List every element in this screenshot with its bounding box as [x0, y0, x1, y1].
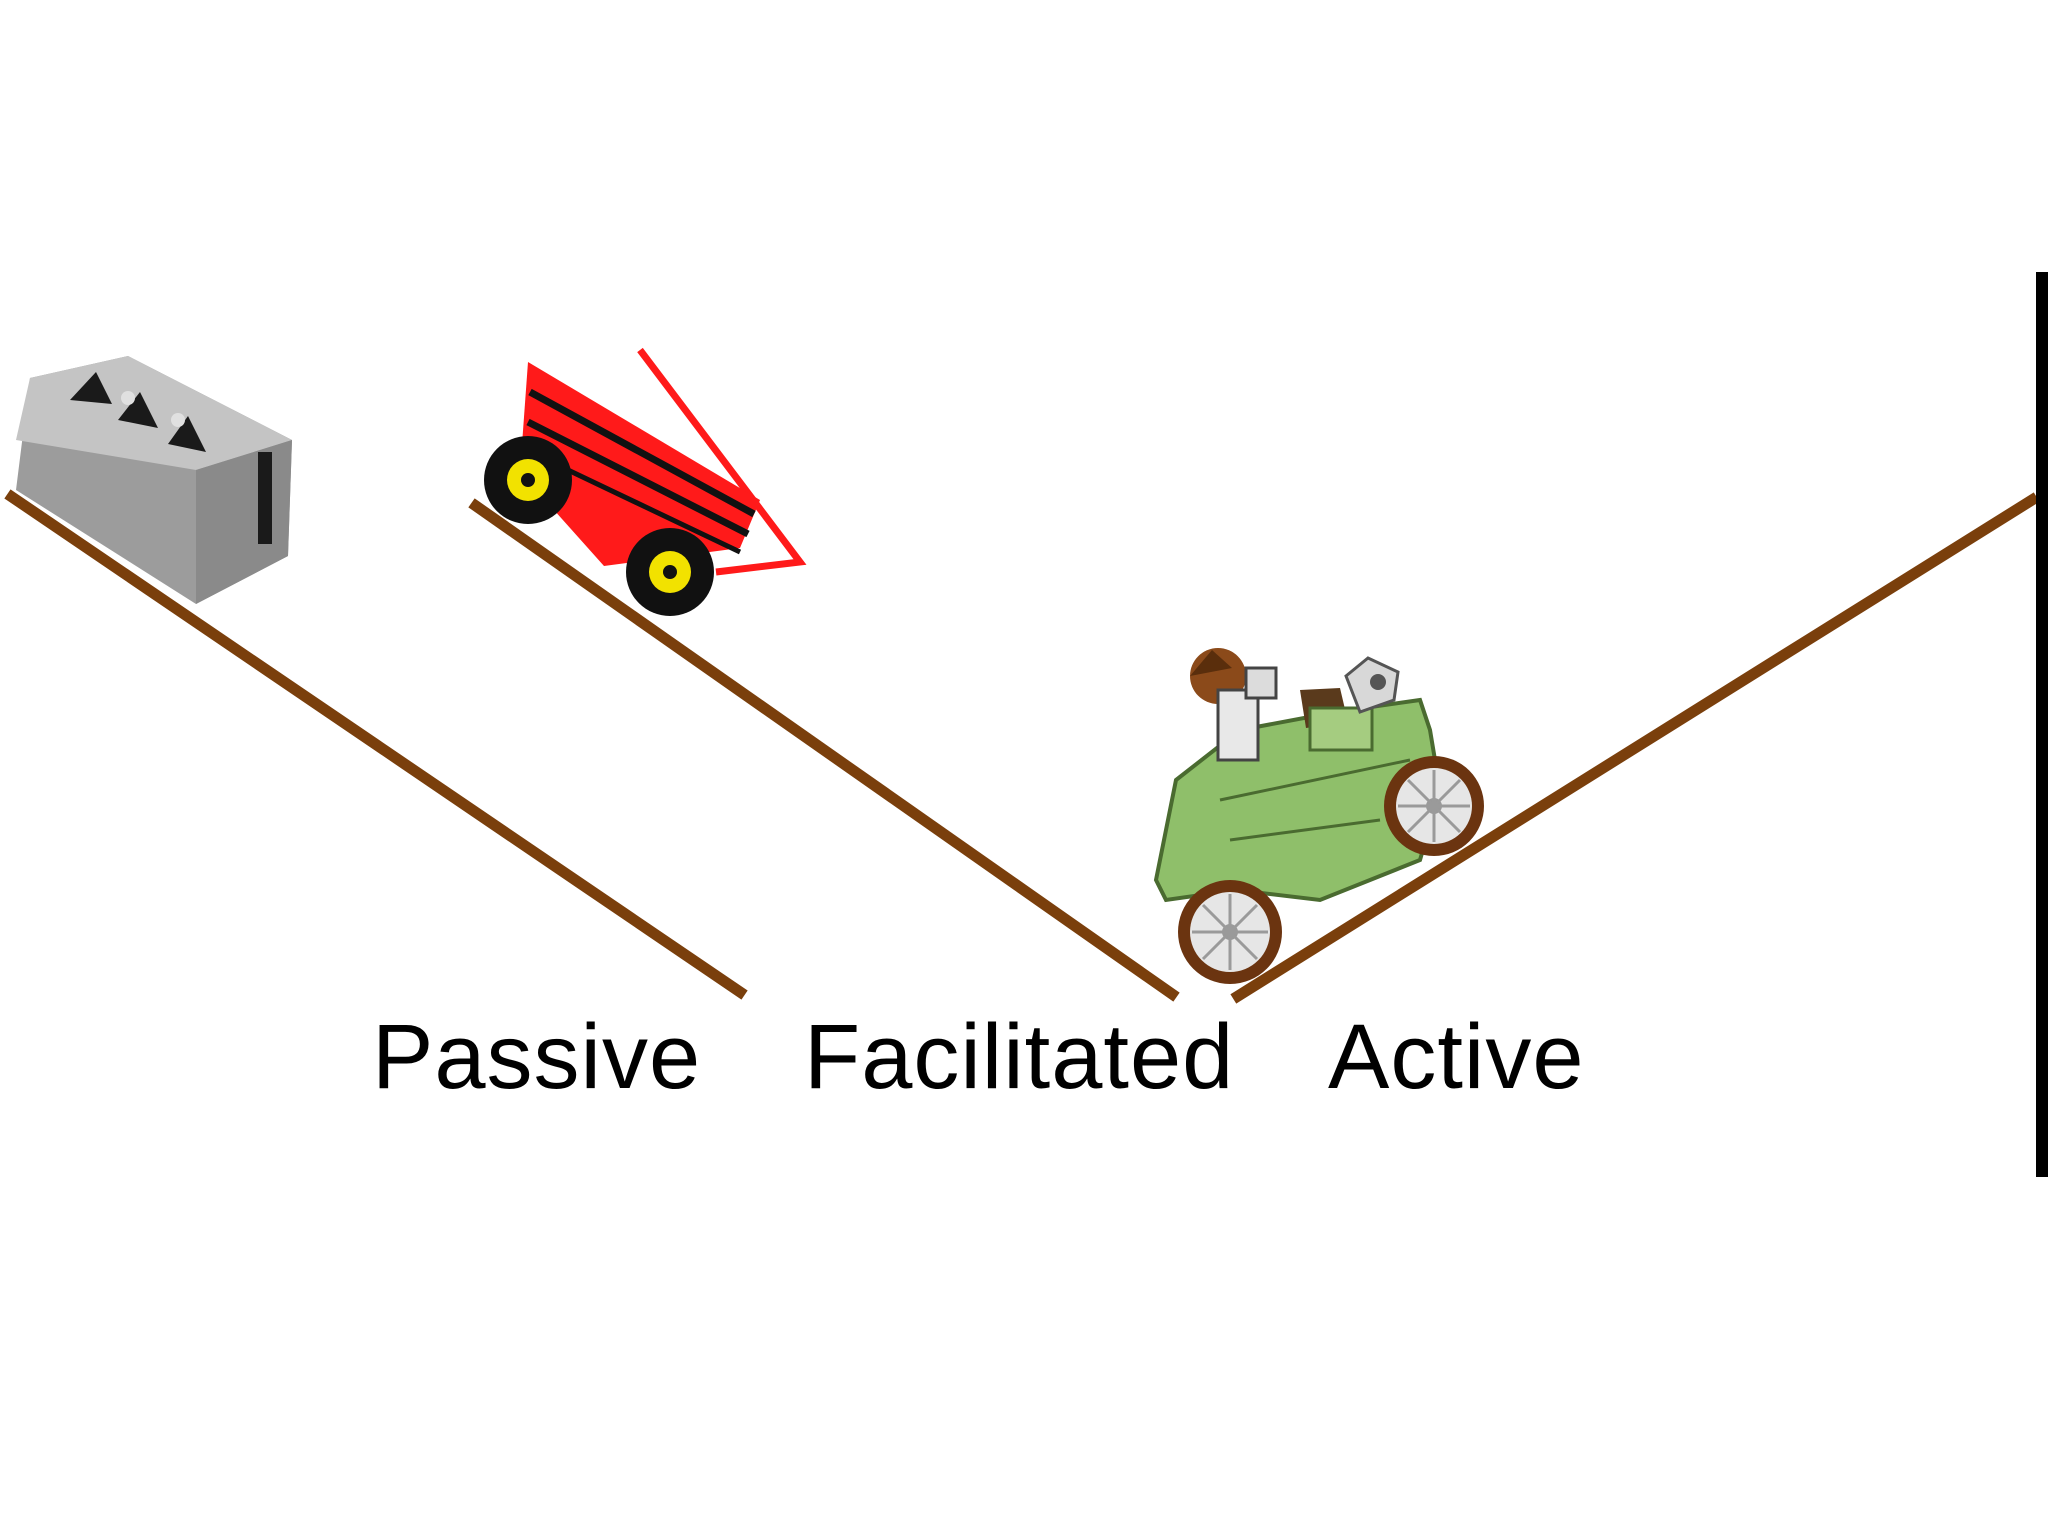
- red-wagon-icon: [484, 347, 807, 616]
- passive-ramp: [4, 489, 748, 1000]
- active-ramp: [1230, 492, 2040, 1004]
- vintage-car-icon: [1153, 648, 1484, 984]
- label-passive: Passive: [372, 1006, 702, 1108]
- label-active: Active: [1328, 1006, 1585, 1108]
- label-facilitated: Facilitated: [804, 1006, 1235, 1108]
- right-edge-bar: [2036, 272, 2048, 1177]
- concrete-block-icon: [16, 356, 292, 604]
- facilitated-ramp: [468, 498, 1180, 1002]
